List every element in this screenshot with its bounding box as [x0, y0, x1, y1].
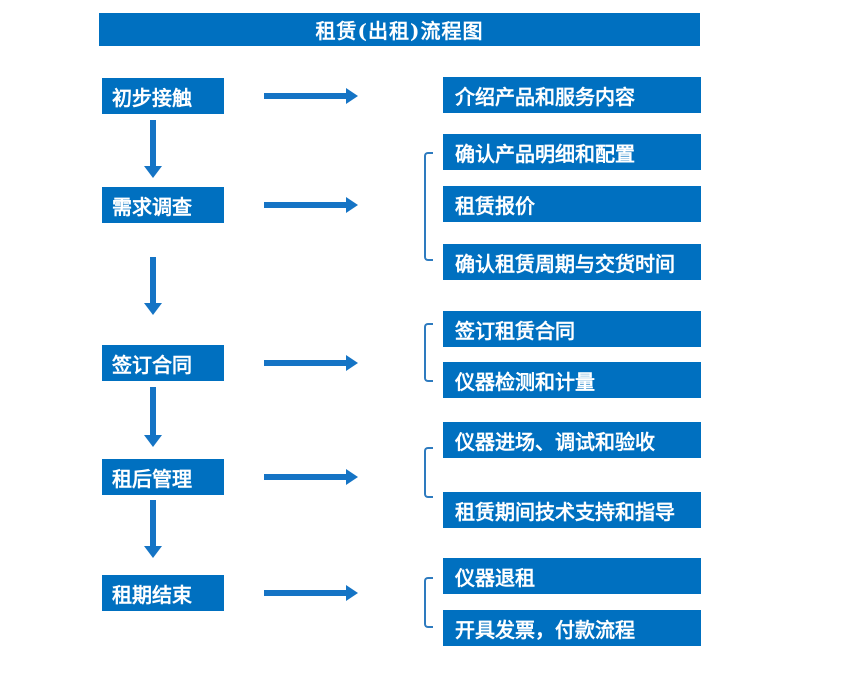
right-arrow-shaft: [264, 93, 346, 99]
right-arrow-head-icon: [346, 469, 358, 485]
detail-box-rental-quote: 租赁报价: [443, 186, 701, 222]
right-arrow-head-icon: [346, 585, 358, 601]
detail-box-instrument-return: 仪器退租: [443, 558, 701, 594]
group-bracket-sign-contract: [424, 323, 433, 382]
group-bracket-post-rental: [424, 447, 433, 498]
right-arrow-2: [264, 197, 358, 213]
right-arrow-4: [264, 469, 358, 485]
down-arrow-2: [144, 257, 162, 315]
stage-box-post-rental: 租后管理: [102, 459, 224, 495]
detail-box-sign-lease: 签订租赁合同: [443, 311, 701, 347]
down-arrow-head-icon: [144, 303, 162, 315]
detail-box-instrument-entry: 仪器进场、调试和验收: [443, 422, 701, 458]
down-arrow-shaft: [150, 120, 156, 166]
right-arrow-5: [264, 585, 358, 601]
down-arrow-1: [144, 120, 162, 178]
detail-box-confirm-config: 确认产品明细和配置: [443, 134, 701, 170]
down-arrow-shaft: [150, 257, 156, 303]
right-arrow-head-icon: [346, 197, 358, 213]
down-arrow-3: [144, 387, 162, 447]
stage-box-rental-end: 租期结束: [102, 575, 224, 611]
right-arrow-1: [264, 88, 358, 104]
flowchart-title-bar: 租赁(出租)流程图: [99, 13, 700, 46]
right-arrow-shaft: [264, 474, 346, 480]
stage-box-sign-contract: 签订合同: [102, 345, 224, 381]
down-arrow-4: [144, 500, 162, 558]
down-arrow-head-icon: [144, 166, 162, 178]
right-arrow-3: [264, 355, 358, 371]
right-arrow-shaft: [264, 590, 346, 596]
detail-box-invoice-payment: 开具发票，付款流程: [443, 610, 701, 646]
right-arrow-shaft: [264, 202, 346, 208]
stage-box-demand-survey: 需求调查: [102, 187, 224, 223]
down-arrow-head-icon: [144, 546, 162, 558]
right-arrow-shaft: [264, 360, 346, 366]
down-arrow-shaft: [150, 500, 156, 546]
group-bracket-rental-end: [424, 577, 433, 628]
group-bracket-demand-survey: [424, 152, 433, 261]
flowchart-title: 租赁(出租)流程图: [315, 19, 484, 43]
right-arrow-head-icon: [346, 88, 358, 104]
detail-box-instrument-test: 仪器检测和计量: [443, 362, 701, 398]
detail-box-confirm-period: 确认租赁周期与交货时间: [443, 244, 701, 280]
detail-box-tech-support: 租赁期间技术支持和指导: [443, 492, 701, 528]
down-arrow-shaft: [150, 387, 156, 435]
detail-box-intro-products: 介绍产品和服务内容: [443, 77, 701, 113]
stage-box-initial-contact: 初步接触: [102, 78, 224, 114]
down-arrow-head-icon: [144, 435, 162, 447]
right-arrow-head-icon: [346, 355, 358, 371]
